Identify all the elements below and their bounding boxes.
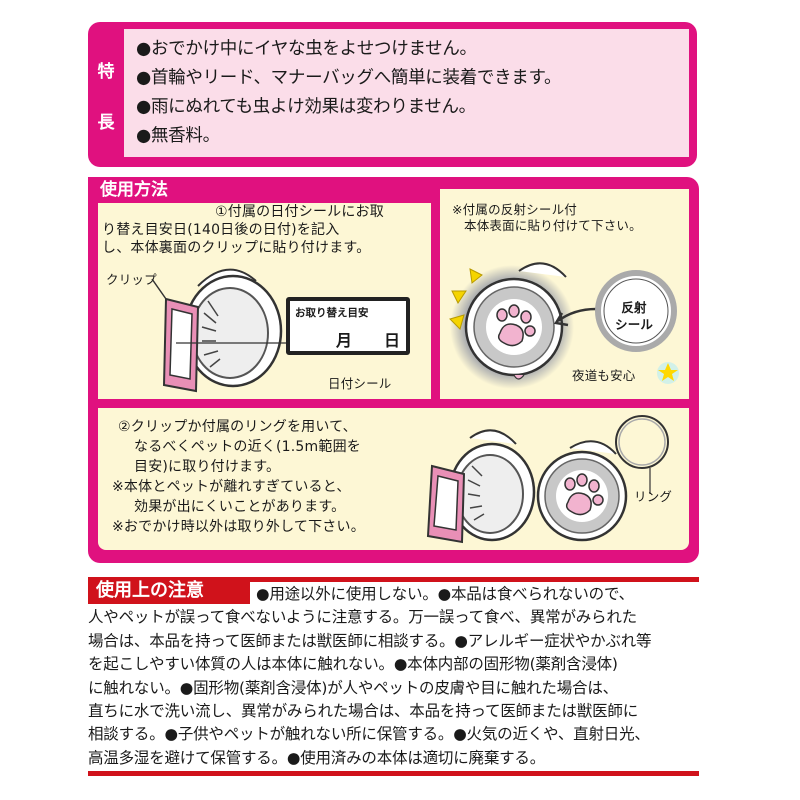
sticker-label-line: 反射 xyxy=(621,300,647,315)
caution-line: ●用途以外に使用しない。●本品は食べられないので、 xyxy=(256,585,634,603)
clip-device-illustration xyxy=(151,268,288,393)
feature-item: ●おでかけ中にイヤな虫をよせつけません。 xyxy=(136,39,477,59)
caution-line: に触れない。●固形物(薬剤含浸体)が人やペットの皮膚や目に触れた場合は、 xyxy=(88,678,618,697)
paw-print-icon xyxy=(564,473,604,516)
usage-title: 使用方法 xyxy=(88,177,204,203)
feature-item: ●雨にぬれても虫よけ効果は変わりません。 xyxy=(136,97,476,117)
caution-top-rule xyxy=(88,577,699,582)
sticker-label-line: シール xyxy=(615,317,654,332)
caution-bottom-rule xyxy=(88,771,699,776)
step2-line: 効果が出にくいことがあります。 xyxy=(134,499,346,515)
caution-line: 高温多湿を避けて保管する。●使用済みの本体は適切に廃棄する。 xyxy=(88,748,546,767)
caution-line: 相談する。●子供やペットが触れない所に保管する。●火気の近くや、直射日光、 xyxy=(88,725,650,744)
seal-day: 日 xyxy=(384,331,401,350)
caution-line: 場合は、本品を持って医師または獣医師に相談する。●アレルギー症状やかぶれ等 xyxy=(88,631,652,650)
feature-item: ●首輪やリード、マナーバッグへ簡単に装着できます。 xyxy=(136,68,562,88)
reflective-line: ※付属の反射シール付 xyxy=(452,202,577,217)
paw-print-icon xyxy=(496,304,536,347)
ring-label: リング xyxy=(634,489,673,504)
night-caption: 夜道も安心 xyxy=(572,368,636,383)
step1-line: り替え目安日(140日後の日付)を記入 xyxy=(102,222,340,238)
features-side-label: 特 長 xyxy=(88,22,124,167)
step2-line: なるべくペットの近く(1.5m範囲を xyxy=(134,439,361,455)
step2-line: ※本体とペットが離れすぎていると、 xyxy=(112,479,351,495)
features-label-char-2: 長 xyxy=(97,112,115,133)
features-label-char-1: 特 xyxy=(97,61,115,82)
clip-label: クリップ xyxy=(106,272,157,287)
caution-text: ●用途以外に使用しない。●本品は食べられないので、 人やペットが誤って食べないよ… xyxy=(88,581,699,770)
step1-line: し、本体裏面のクリップに貼り付けます。 xyxy=(102,240,371,256)
reflective-device-illustration xyxy=(449,262,679,389)
caution-line: 直ちに水で洗い流し、異常がみられた場合は、本品を持って医師または獣医師に xyxy=(88,701,639,720)
usage-box: 使用方法 ①付属の日付シールにお取 り替え目安日(140日後の日付)を記入 し、… xyxy=(88,177,699,563)
ring-device-illustration xyxy=(426,415,669,544)
reflective-line: 本体表面に貼り付けて下さい。 xyxy=(464,218,642,233)
sticker-label: 反射 シール xyxy=(615,299,653,333)
features-list: ●おでかけ中にイヤな虫をよせつけません。 ●首輪やリード、マナーバッグへ簡単に装… xyxy=(124,29,689,157)
caution-line: を起こしやすい体質の人は本体に触れない。●本体内部の固形物(薬剤含浸体) xyxy=(88,655,618,674)
caution-line: 人やペットが誤って食べないように注意する。万一誤って食べ、異常がみられた xyxy=(88,608,637,627)
step2-line: ②クリップか付属のリングを用いて、 xyxy=(118,419,357,435)
seal-caption: 日付シール xyxy=(328,376,392,391)
step2-panel: ②クリップか付属のリングを用いて、 なるべくペットの近く(1.5m範囲を 目安)… xyxy=(98,408,689,550)
step1-panel: ①付属の日付シールにお取 り替え目安日(140日後の日付)を記入 し、本体裏面の… xyxy=(98,203,431,399)
star-icon xyxy=(657,362,679,384)
step2-line: 目安)に取り付けます。 xyxy=(134,459,281,475)
date-seal: お取り替え目安 月 日 xyxy=(286,297,410,355)
features-box: 特 長 ●おでかけ中にイヤな虫をよせつけません。 ●首輪やリード、マナーバッグへ… xyxy=(88,22,697,167)
feature-item: ●無香料。 xyxy=(136,126,220,146)
seal-title: お取り替え目安 xyxy=(295,307,369,319)
reflective-panel: ※付属の反射シール付 本体表面に貼り付けて下さい。 xyxy=(440,189,689,399)
seal-month: 月 xyxy=(336,331,353,350)
step2-line: ※おでかけ時以外は取り外して下さい。 xyxy=(112,519,365,535)
caution-title: 使用上の注意 xyxy=(88,577,250,604)
step1-line: ①付属の日付シールにお取 xyxy=(215,204,384,220)
